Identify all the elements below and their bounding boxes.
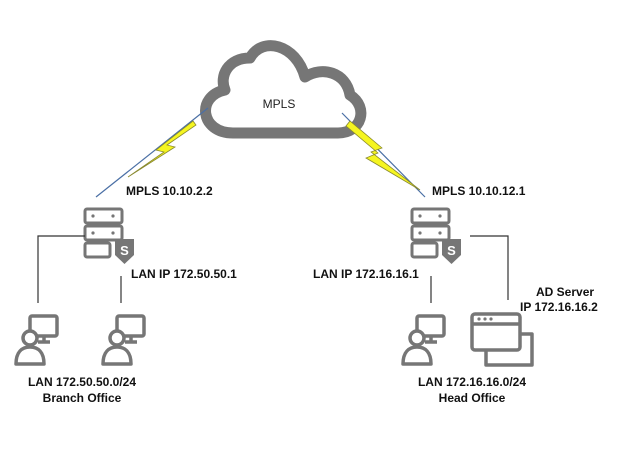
svg-text:S: S	[120, 243, 129, 258]
branch-office-label: Branch Office	[43, 391, 122, 405]
branch-lan-label: LAN 172.50.50.0/24	[28, 375, 136, 389]
wan-link-branch	[95, 107, 209, 198]
user-computer-icon	[401, 314, 446, 366]
head-office: MPLS 10.10.12.1 S LAN IP 172.16.16.1	[313, 184, 598, 405]
branch-lan-ip-label: LAN IP 172.50.50.1	[131, 267, 237, 281]
server-s-icon: S	[83, 207, 134, 264]
head-mpls-label: MPLS 10.10.12.1	[432, 184, 526, 198]
ad-server-label: AD Server	[536, 285, 594, 299]
ad-server-ip-label: IP 172.16.16.2	[520, 300, 598, 314]
lightning-icon	[345, 120, 421, 191]
cloud-icon	[200, 40, 367, 139]
head-lan-label: LAN 172.16.16.0/24	[418, 375, 526, 389]
lan-line	[37, 235, 85, 303]
lan-line	[470, 235, 509, 300]
branch-office: MPLS 10.10.2.2 S LAN IP 172.50.50.1	[14, 184, 237, 405]
mpls-cloud: MPLS	[200, 40, 367, 139]
svg-text:S: S	[447, 243, 456, 258]
branch-mpls-label: MPLS 10.10.2.2	[126, 184, 213, 198]
head-office-label: Head Office	[439, 391, 506, 405]
server-s-icon: S	[410, 207, 461, 264]
lightning-icon	[127, 120, 197, 178]
wan-link-head	[341, 112, 426, 198]
user-computer-icon	[14, 314, 59, 366]
user-computer-icon	[101, 314, 146, 366]
window-server-icon	[470, 312, 534, 367]
cloud-label: MPLS	[263, 97, 296, 111]
link-line	[95, 107, 209, 198]
head-lan-ip-label: LAN IP 172.16.16.1	[313, 267, 419, 281]
